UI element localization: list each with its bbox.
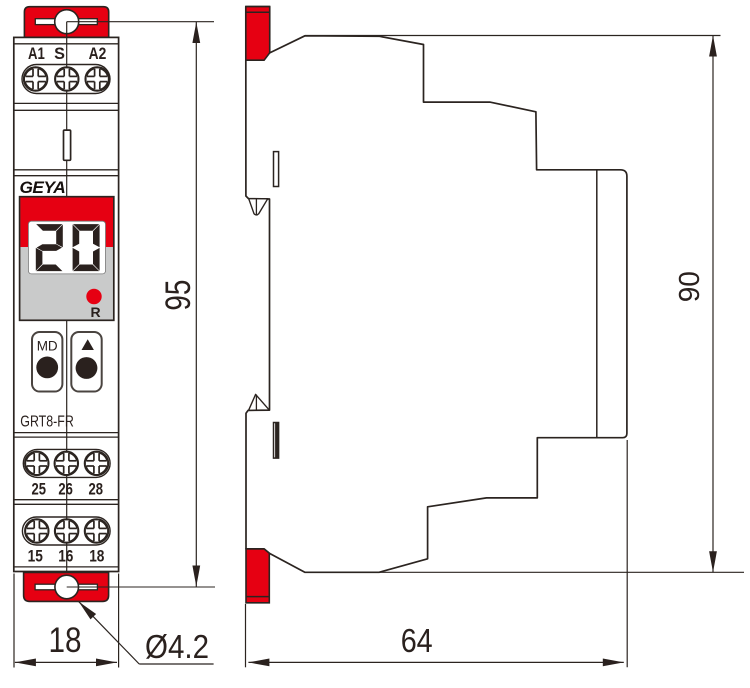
svg-text:26: 26 xyxy=(58,480,73,499)
svg-text:R: R xyxy=(90,304,100,320)
svg-text:GRT8-FR: GRT8-FR xyxy=(20,414,74,431)
svg-text:Ø4.2: Ø4.2 xyxy=(145,628,209,665)
svg-text:15: 15 xyxy=(28,546,43,565)
svg-text:GEYA: GEYA xyxy=(20,178,66,197)
svg-text:25: 25 xyxy=(31,480,46,499)
svg-text:64: 64 xyxy=(401,622,433,659)
svg-text:A2: A2 xyxy=(89,45,107,63)
svg-text:28: 28 xyxy=(89,480,104,499)
svg-text:A1: A1 xyxy=(28,45,45,63)
svg-text:95: 95 xyxy=(159,280,198,311)
svg-text:18: 18 xyxy=(49,621,82,660)
svg-text:90: 90 xyxy=(674,271,706,302)
svg-text:S: S xyxy=(54,45,65,63)
svg-text:18: 18 xyxy=(89,546,104,565)
svg-text:16: 16 xyxy=(58,546,73,565)
svg-text:MD: MD xyxy=(37,339,58,354)
